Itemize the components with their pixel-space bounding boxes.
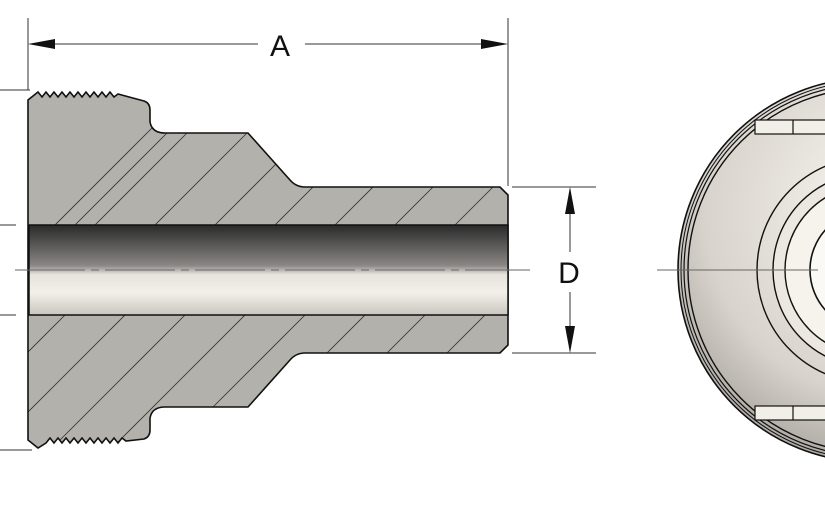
arrow-down-icon (565, 326, 575, 353)
dimension-d: D (512, 186, 596, 354)
fitting-end-view (657, 82, 825, 458)
flat-bottom (754, 405, 825, 421)
dimension-a-label: A (270, 30, 290, 63)
dimension-d-label: D (558, 257, 580, 290)
arrow-left-icon (28, 39, 55, 49)
dimension-a: A (28, 18, 509, 186)
arrow-up-icon (565, 187, 575, 214)
left-dimension-lines (0, 18, 32, 451)
flat-top (754, 119, 825, 135)
arrow-right-icon (481, 39, 508, 49)
